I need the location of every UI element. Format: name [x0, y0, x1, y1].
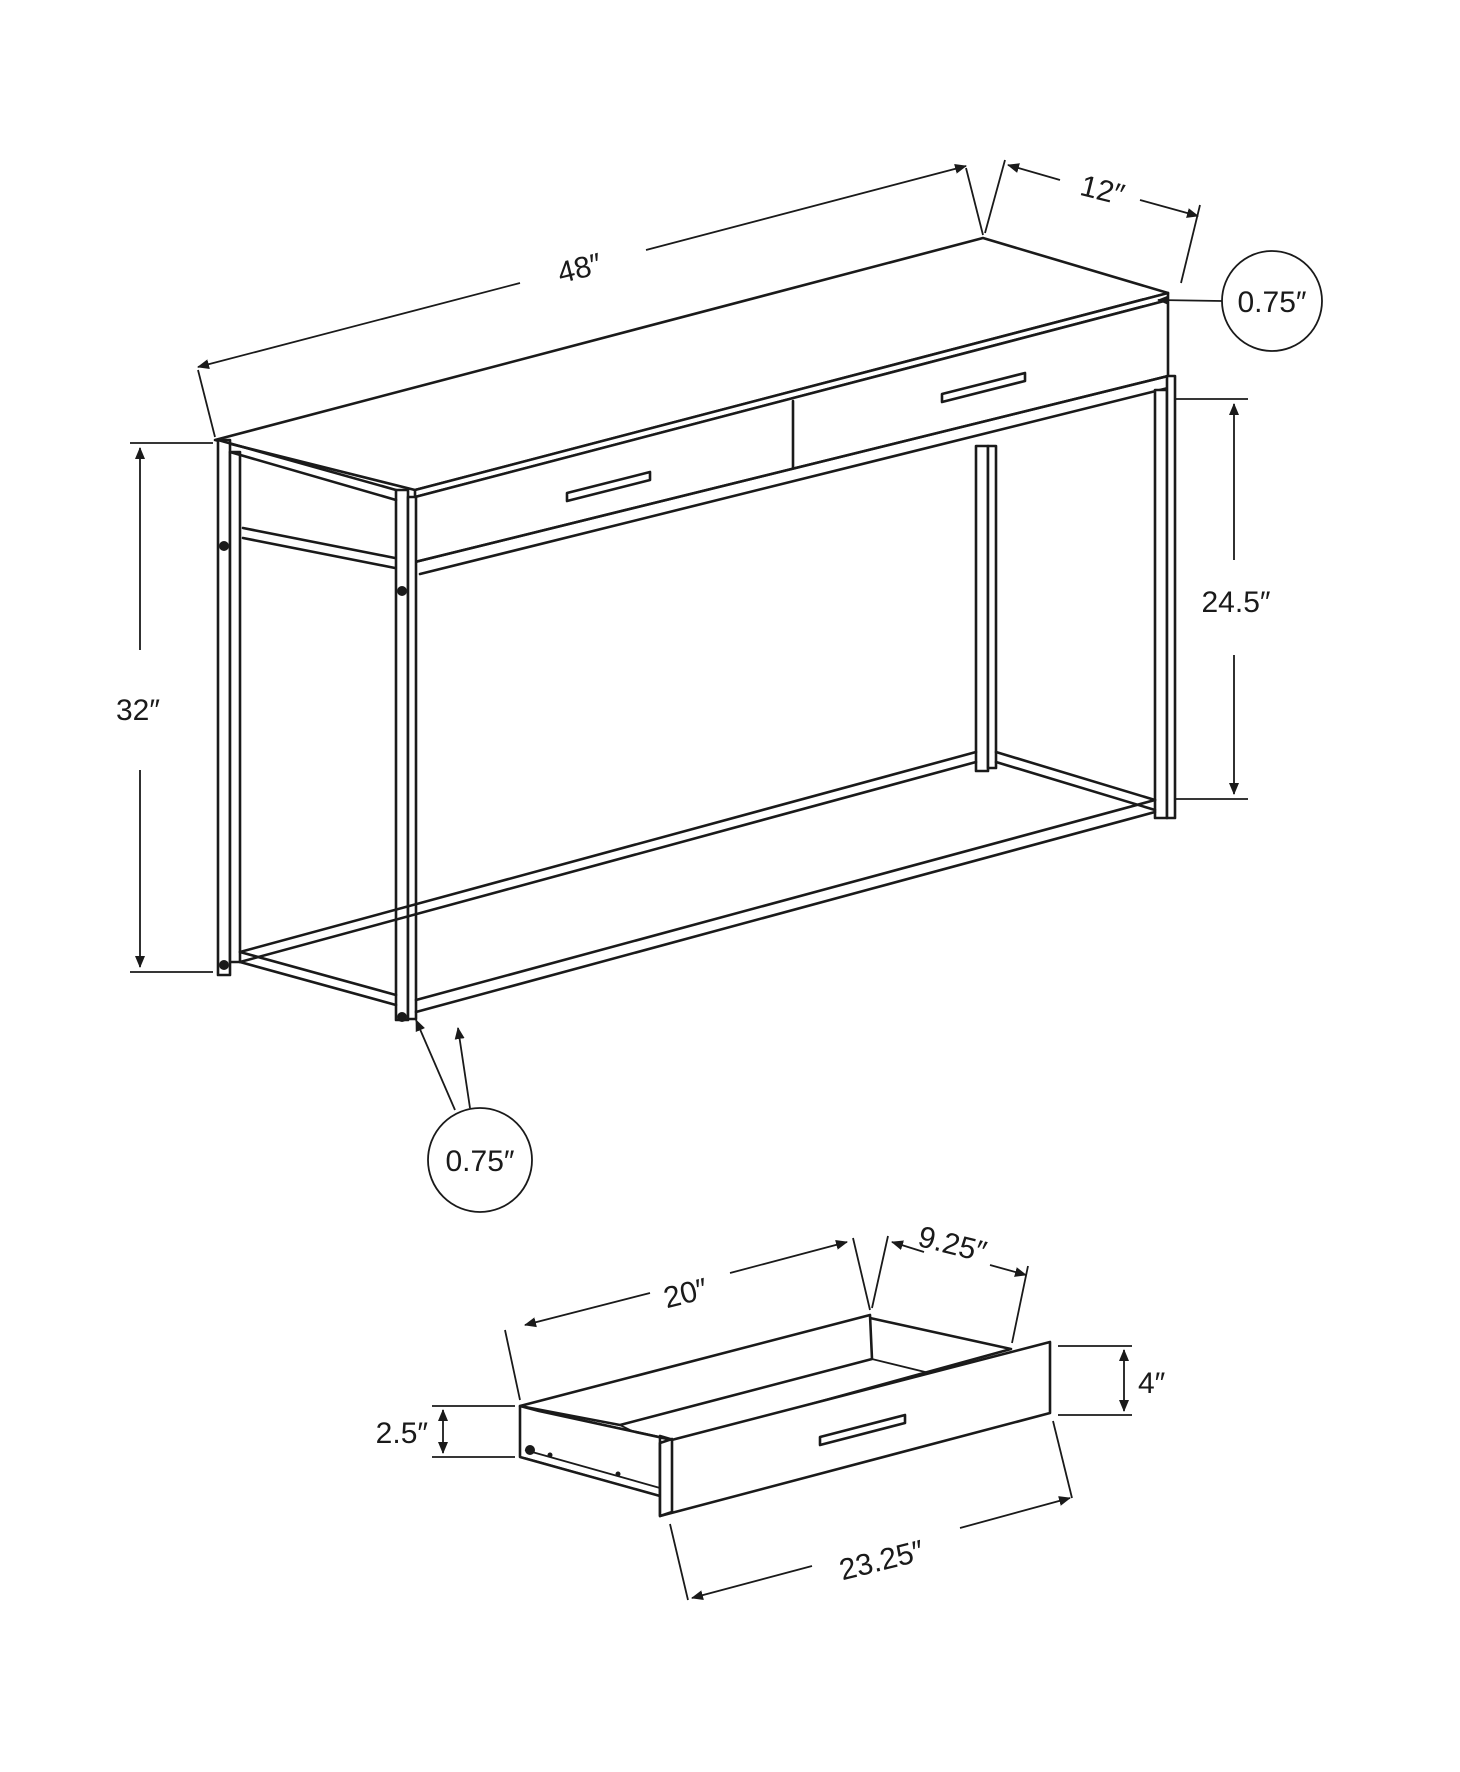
bottom-right-rail [994, 750, 1157, 802]
bottom-back-rail [238, 750, 978, 954]
table-depth-dimension: 12″ [984, 159, 1201, 284]
bolt-dot [219, 960, 229, 970]
slide-screw [525, 1445, 535, 1455]
top-thickness-label: 0.75″ [1237, 286, 1306, 319]
leg-thickness-callout: 0.75″ [415, 1019, 533, 1213]
drawer-front-height-dimension: 4″ [1058, 1345, 1166, 1416]
upper-side-rail-b [241, 536, 397, 570]
leg-thickness-label: 0.75″ [445, 1145, 514, 1178]
callout-circle [427, 1107, 533, 1213]
drawer-drawing [518, 1313, 1052, 1518]
table-height-dimension: 32″ [116, 442, 213, 973]
leg-center-outer [394, 488, 410, 1022]
leg-front-right [1153, 388, 1169, 820]
shelf-clearance-label: 24.5″ [1201, 586, 1270, 619]
drawer-side-height-label: 2.5″ [376, 1417, 429, 1450]
table-depth-label: 12″ [1077, 169, 1128, 212]
bolt-dot [397, 586, 407, 596]
drawer-slide-rail [524, 1449, 661, 1489]
bolt-dot [397, 1012, 407, 1022]
slide-screw [547, 1452, 553, 1458]
left-frame-top-rail-inner [228, 450, 398, 502]
top-thickness-callout: 0.75″ [1157, 250, 1323, 352]
leg-left-inner [228, 450, 242, 964]
table-width-label: 48″ [554, 247, 605, 290]
left-frame-top-rail [216, 438, 398, 492]
drawer-handle-left [565, 470, 652, 503]
leg-front-right-inner [1165, 374, 1177, 820]
drawer-slide-rail-b [524, 1457, 661, 1497]
drawer-front-width-label: 23.25″ [836, 1534, 927, 1587]
drawer-front-edge [658, 1437, 674, 1518]
bottom-right-rail-b [994, 760, 1157, 812]
drawer-front-handle [818, 1413, 907, 1447]
bottom-front-rail [414, 798, 1157, 1002]
table-height-label: 32″ [116, 694, 160, 727]
shelf-clearance-dimension: 24.5″ [1176, 398, 1271, 800]
drawer-width-label: 20″ [660, 1272, 711, 1315]
drawer-front-height-label: 4″ [1138, 1367, 1166, 1400]
bottom-left-rail-b [238, 960, 398, 1007]
bolt-dot [219, 541, 229, 551]
leg-center-inner [406, 495, 418, 1021]
drawer-side-panel [518, 1404, 679, 1498]
bottom-front-rail-b [414, 810, 1157, 1014]
drawer-handle-right [940, 371, 1027, 404]
console-table-drawing [213, 236, 1177, 1022]
leg-back-right-inner [986, 444, 998, 770]
bottom-back-rail-b [238, 760, 978, 964]
bottom-left-rail [238, 950, 398, 997]
drawer-depth-label: 9.25″ [915, 1220, 990, 1269]
upper-side-rail-a [241, 526, 397, 560]
slide-screw [615, 1471, 621, 1477]
leg-left-outer [216, 438, 232, 977]
leg-back-right [974, 444, 990, 773]
drawer-side-height-dimension: 2.5″ [376, 1405, 515, 1458]
